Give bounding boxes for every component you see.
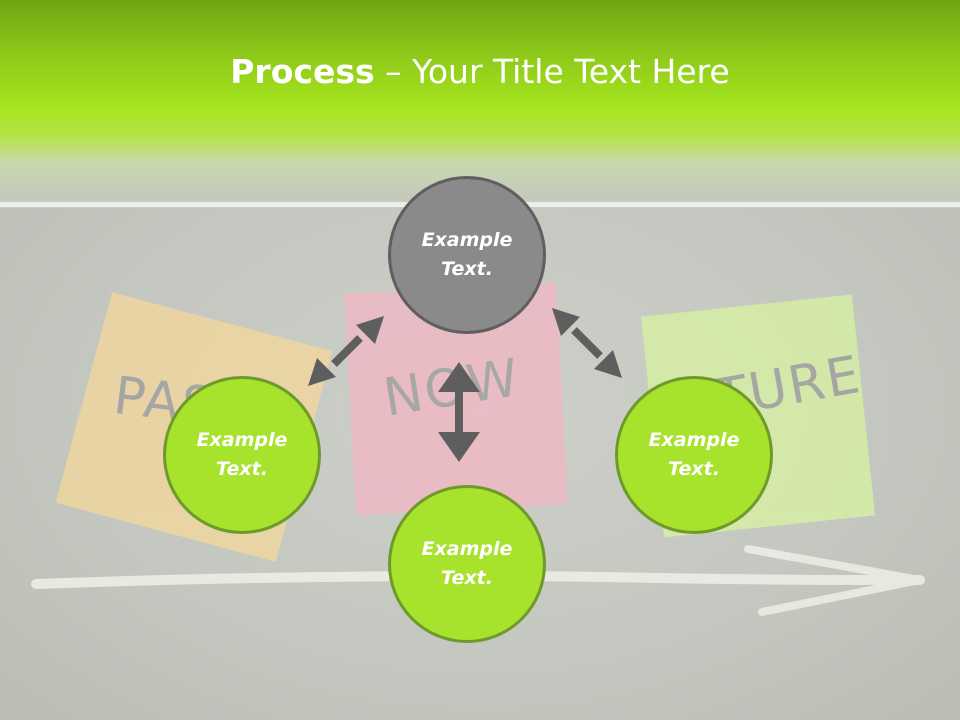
chalk-timeline-arrow — [31, 545, 925, 616]
circle-left-text: Example Text. — [197, 426, 288, 484]
title-rest: – Your Title Text Here — [374, 52, 730, 91]
header-band — [0, 0, 960, 200]
slide-title: Process – Your Title Text Here — [0, 52, 960, 91]
circle-left: Example Text. — [163, 376, 321, 534]
double-arrow-top-right — [552, 308, 622, 378]
circle-bottom-line1: Example — [421, 538, 513, 560]
circle-top: Example Text. — [388, 176, 546, 334]
circle-right-text: Example Text. — [649, 426, 740, 484]
double-arrow-vertical — [438, 362, 480, 462]
circle-right-line2: Text. — [668, 458, 720, 480]
title-bold: Process — [230, 52, 375, 91]
circle-top-text: Example Text. — [422, 226, 513, 284]
circle-bottom-line2: Text. — [441, 567, 493, 589]
circle-bottom: Example Text. — [388, 485, 546, 643]
circle-right-line1: Example — [648, 429, 740, 451]
circle-left-line1: Example — [196, 429, 288, 451]
circle-left-line2: Text. — [216, 458, 268, 480]
circle-right: Example Text. — [615, 376, 773, 534]
circle-top-line1: Example — [421, 229, 513, 251]
double-arrow-top-left — [308, 316, 384, 386]
circle-top-line2: Text. — [441, 258, 493, 280]
circle-bottom-text: Example Text. — [422, 535, 513, 593]
